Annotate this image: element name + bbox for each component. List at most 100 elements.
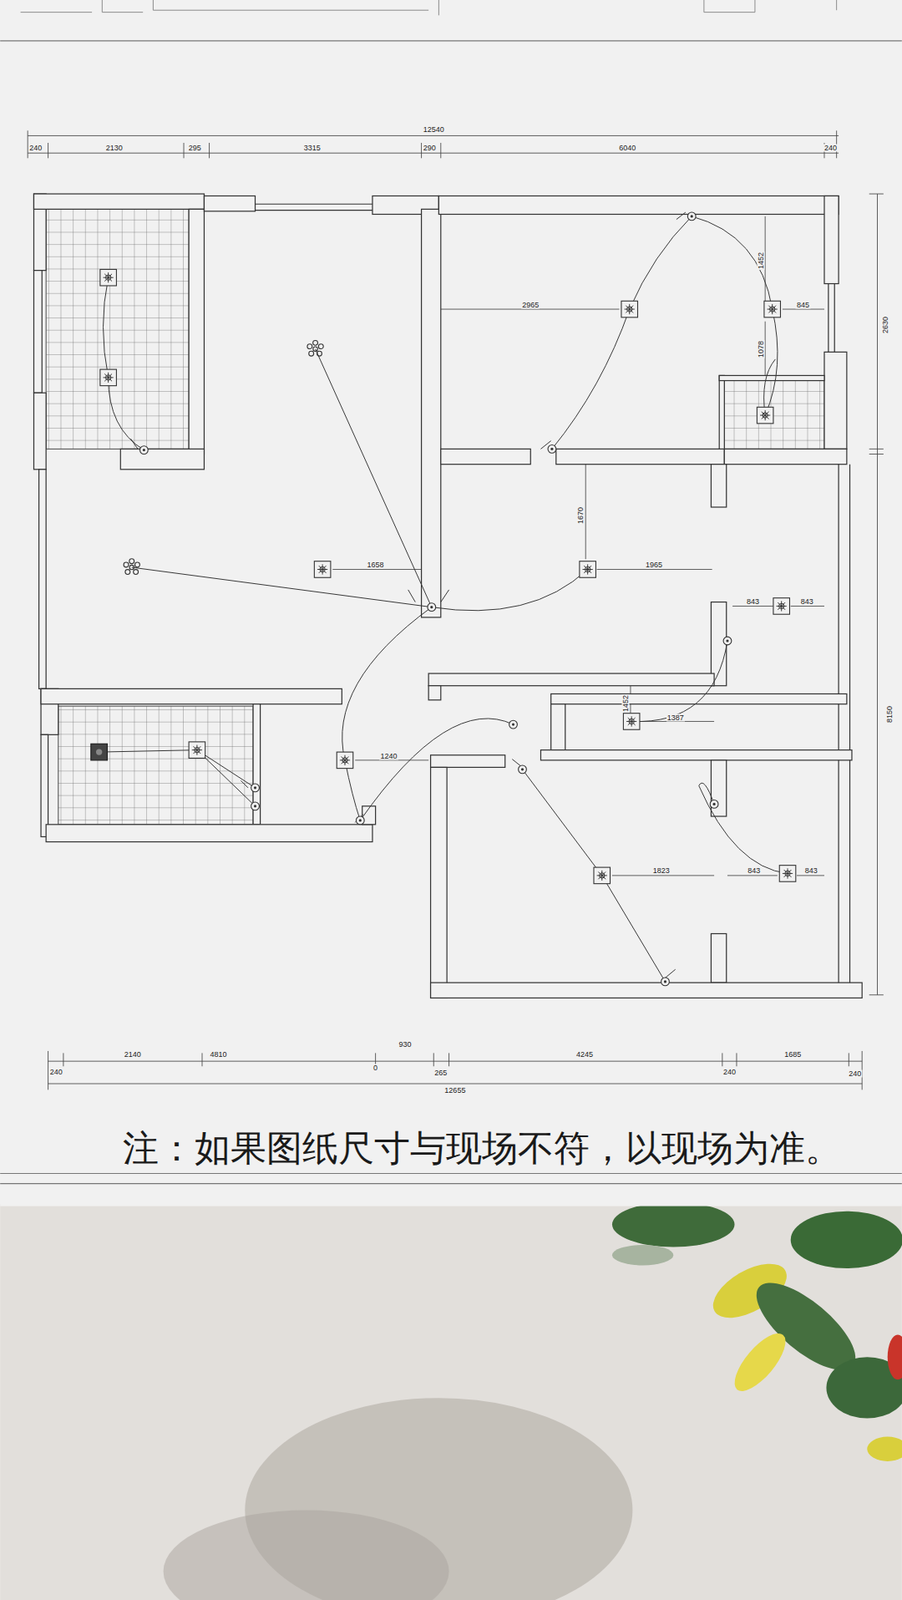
dimension-lines — [27, 130, 884, 1090]
walls-part — [824, 195, 839, 284]
walls-part — [430, 982, 863, 998]
dimension-label: 240 — [847, 1069, 862, 1078]
bed-sheet — [0, 1203, 902, 1600]
light-fixtures-part — [623, 713, 640, 730]
dimension-label: 843 — [800, 597, 815, 605]
wiring-part — [691, 216, 772, 310]
walls-part — [838, 464, 850, 995]
wiring-part — [699, 782, 788, 873]
dimension-label: 12540 — [422, 126, 446, 134]
dimension-label: 1452 — [757, 251, 766, 270]
dimension-label: 2965 — [521, 301, 540, 310]
dimension-label: 1452 — [621, 694, 629, 713]
dimension-lines-part — [27, 130, 837, 158]
door-marks — [131, 212, 686, 979]
dimension-label: 843 — [745, 597, 761, 605]
light-fixtures-part — [764, 300, 781, 318]
paper-sheet-part — [0, 40, 902, 1184]
switches-part — [509, 719, 518, 729]
light-fixtures-part — [314, 561, 331, 578]
dimension-lines-part — [48, 1050, 863, 1090]
dimension-label: 4245 — [575, 1050, 594, 1059]
flower-print-part — [790, 1211, 902, 1268]
wiring-part — [359, 718, 513, 821]
dimension-label: 845 — [795, 301, 811, 310]
flower-print-part — [887, 1333, 902, 1379]
switches-part — [709, 800, 719, 809]
walls-part — [203, 195, 255, 211]
dimension-lines-part — [869, 193, 884, 995]
chandeliers-part — [307, 339, 324, 356]
walls-part — [724, 448, 847, 464]
light-fixtures-part — [756, 406, 774, 424]
switches-part — [251, 801, 260, 811]
walls-part — [556, 448, 725, 464]
switches-part — [355, 815, 365, 825]
dimension-label: 12655 — [443, 1085, 467, 1094]
walls-part — [428, 685, 441, 700]
dimension-label: 0 — [372, 1063, 379, 1071]
wiring-part — [131, 567, 432, 608]
walls-part — [710, 464, 726, 507]
wiring-part — [99, 749, 256, 806]
dimension-label: 1823 — [652, 866, 671, 875]
dimension-label: 2140 — [123, 1050, 142, 1059]
door-marks-part — [131, 212, 686, 979]
light-fixtures-part — [621, 300, 639, 318]
dimension-label: 2130 — [105, 144, 124, 153]
walls-part — [551, 693, 847, 704]
dimension-label: 290 — [422, 144, 437, 153]
dimension-label: 1685 — [783, 1050, 802, 1059]
walls-part — [188, 208, 204, 454]
walls — [33, 193, 862, 998]
walls-part — [824, 351, 847, 449]
walls-part — [33, 392, 46, 470]
walls-part — [428, 673, 715, 686]
wiring-part — [631, 640, 728, 722]
dimension-label: 1240 — [379, 752, 398, 761]
paper-sheet — [0, 0, 902, 1207]
dimension-label: 4810 — [208, 1050, 228, 1059]
flower-print-part — [866, 1436, 902, 1461]
switches-part — [251, 783, 260, 792]
walls-part — [255, 203, 373, 210]
walls-part — [40, 734, 49, 837]
wiring-part — [103, 277, 109, 378]
walls-part — [438, 195, 839, 214]
dimension-label: 1965 — [644, 560, 664, 568]
dimension-label: 2630 — [881, 314, 890, 334]
walls-part — [39, 469, 47, 690]
dimension-label: 6040 — [618, 144, 637, 153]
tile-floor-part — [45, 208, 189, 449]
walls-part — [120, 448, 204, 469]
dimension-lines-part — [48, 1060, 863, 1084]
wiring — [99, 216, 788, 982]
wiring-part — [521, 769, 665, 982]
dimension-label: 8150 — [886, 704, 894, 724]
light-fixtures-part — [593, 866, 611, 884]
walls-part — [45, 824, 373, 842]
flower-print-part — [612, 1244, 674, 1265]
wiring-part — [197, 749, 256, 788]
light-fixtures-part — [100, 369, 117, 386]
walls-part — [33, 193, 204, 209]
dimension-label: 265 — [433, 1069, 448, 1077]
flower-print-part — [725, 1325, 794, 1399]
paper-sheet-part — [0, 0, 902, 1207]
switches-part — [140, 445, 149, 455]
switches-part — [547, 444, 557, 453]
light-fixtures-part — [100, 268, 117, 286]
dimension-label: 930 — [398, 1039, 413, 1048]
walls-part — [540, 749, 852, 761]
light-fixtures — [91, 268, 796, 883]
wiring-part — [315, 349, 432, 608]
tile-floor-part — [724, 379, 825, 449]
walls-part — [33, 270, 42, 394]
walls-part — [719, 374, 825, 381]
flower-print — [612, 1201, 902, 1461]
wiring-part — [552, 216, 692, 449]
switches-part — [427, 603, 436, 612]
walls-part — [710, 932, 726, 983]
bed-sheet-part — [163, 1510, 450, 1600]
